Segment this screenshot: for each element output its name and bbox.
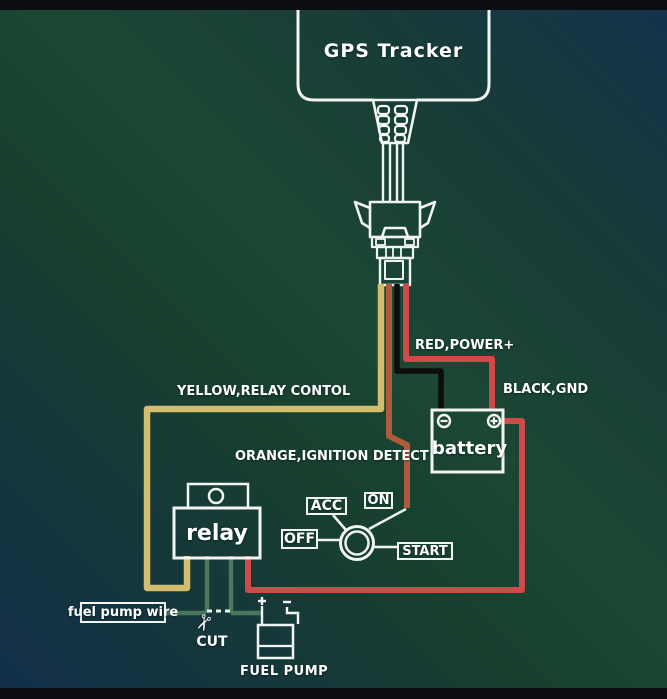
gps-tracker-box <box>296 0 491 102</box>
cut-label: CUT <box>196 634 228 650</box>
fuel-pump-wire-label: fuel pump wire <box>68 602 178 623</box>
green-fuel-pump-wires <box>166 556 262 616</box>
on-connector-line <box>368 507 407 531</box>
fuel-pump-minus-lead <box>283 600 300 624</box>
fuel-pump-box <box>256 597 300 660</box>
red-battery-to-relay-wire <box>245 418 525 593</box>
fuel-pump-plus-lead <box>258 597 266 625</box>
gps-tracker-title: GPS Tracker <box>323 40 464 62</box>
battery-label: battery <box>432 438 508 459</box>
cable-bundle <box>381 141 405 204</box>
relay-box <box>172 482 262 560</box>
fuel-pump-label: FUEL PUMP <box>240 664 329 679</box>
boot-ribs <box>376 104 409 144</box>
ignition-on-label: ON <box>364 492 393 509</box>
plug-latch-tab <box>380 226 410 239</box>
acc-connector-line <box>332 514 347 531</box>
yellow-wire-label: YELLOW,RELAY CONTOL <box>177 384 351 399</box>
connector-receptacle <box>370 235 420 287</box>
black-wire-label: BLACK,GND <box>503 382 589 397</box>
relay-mount-hole-icon <box>207 487 225 505</box>
battery-plus-terminal-icon <box>486 413 502 429</box>
battery-minus-terminal-icon <box>436 413 452 429</box>
relay-label: relay <box>186 521 248 546</box>
black-ground-wire <box>394 284 444 409</box>
ignition-switch <box>318 507 407 561</box>
ignition-acc-label: ACC <box>306 497 347 515</box>
orange-ignition-detect-wire <box>386 284 410 508</box>
battery-box <box>430 408 505 474</box>
ignition-off-label: OFF <box>281 529 318 549</box>
top-letterbox-bar <box>0 0 667 10</box>
red-wire-label: RED,POWER+ <box>415 338 515 353</box>
orange-wire-label: ORANGE,IGNITION DETECT <box>235 449 429 464</box>
yellow-relay-control-wire <box>143 284 385 592</box>
relay-mount-tab <box>186 482 250 510</box>
ignition-switch-outer-ring <box>339 525 375 561</box>
plug-left-wing-icon <box>353 200 372 230</box>
ignition-start-label: START <box>397 542 453 560</box>
plug-right-wing-icon <box>418 200 437 230</box>
red-power-wire <box>403 284 495 409</box>
ignition-switch-inner-ring <box>344 530 370 556</box>
bottom-letterbox-bar <box>0 688 667 699</box>
connector-plug <box>368 200 422 239</box>
